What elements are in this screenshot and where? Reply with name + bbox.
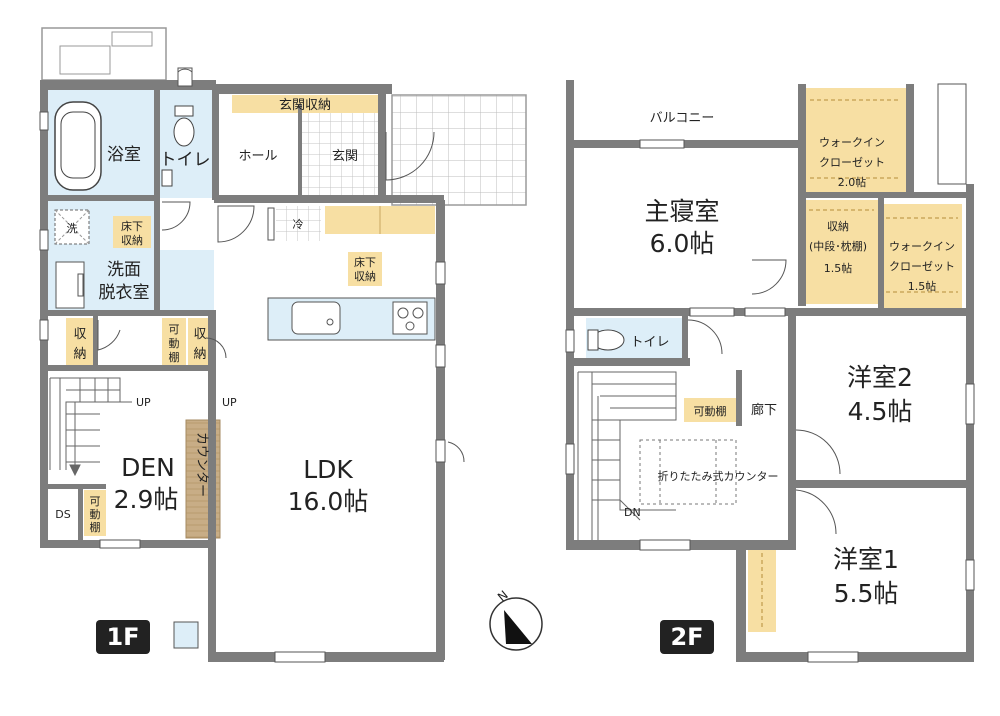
floor-2: 2F バルコニー ウォークイン クローゼット 2.0帖 主寝室 6.0帖 収納 … — [565, 80, 975, 663]
storage-2f-label-a: 収納 — [827, 220, 849, 233]
washroom-label-2: 脱衣室 — [99, 283, 150, 303]
corridor-label: 廊下 — [751, 402, 777, 418]
entrance-floor — [300, 110, 378, 196]
folding-counter-outline — [639, 439, 737, 505]
fridge-label: 冷 — [293, 218, 304, 231]
storage-b-label-1: 収 — [193, 327, 206, 342]
storage-a-label-2: 納 — [73, 347, 86, 362]
den-name: DEN — [121, 453, 175, 482]
movable-shelf-2f-label: 可動棚 — [694, 404, 727, 418]
badge-2f — [660, 620, 714, 654]
underfloor-storage-2-label-a: 床下 — [354, 255, 376, 269]
badge-2f-text: 2F — [670, 623, 703, 651]
den-size: 2.9帖 — [114, 485, 179, 514]
underfloor-storage-2-label-b: 収納 — [354, 270, 376, 283]
stairs-up-label-1: UP — [136, 396, 151, 409]
entrance-storage — [232, 95, 378, 113]
western-room-1-name: 洋室1 — [833, 545, 899, 574]
hall-label: ホール — [238, 149, 277, 164]
vanity-sink-icon — [55, 261, 85, 309]
bath-label: 浴室 — [107, 145, 141, 165]
entrance-label: 玄関 — [332, 149, 358, 164]
movable-shelf-b-label-3: 棚 — [90, 520, 101, 534]
storage-a-label-1: 収 — [73, 327, 86, 342]
wic-1-label-c: 2.0帖 — [838, 176, 867, 189]
master-bedroom-name: 主寝室 — [644, 197, 719, 226]
ds-label: DS — [55, 508, 70, 521]
movable-shelf-a-label-3: 棚 — [169, 350, 180, 364]
balcony — [574, 84, 806, 140]
storage-b-label-2: 納 — [193, 347, 206, 362]
stairs-2f — [577, 371, 677, 540]
washroom-label-1: 洗面 — [107, 260, 141, 280]
balcony-label: バルコニー — [650, 111, 715, 126]
openings-1f — [39, 67, 465, 663]
western-room-1-size: 5.5帖 — [834, 579, 899, 608]
wic-2-label-c: 1.5帖 — [908, 280, 937, 293]
wic-2 — [882, 204, 962, 308]
stairs-1f — [49, 377, 132, 477]
western-room-2-name: 洋室2 — [847, 363, 913, 392]
movable-shelf-2f — [684, 398, 736, 422]
counter-label: カウンター — [194, 432, 209, 497]
floor-1: 1F 浴室 トイレ ホール 玄関 玄関収納 洗 床下 収納 洗面 脱衣室 収 納… — [39, 27, 527, 663]
wic-2-label-b: クローゼット — [889, 260, 955, 273]
toilet-1f-label: トイレ — [160, 150, 211, 170]
movable-shelf-b-label-2: 動 — [90, 507, 101, 521]
western-room-2-size: 4.5帖 — [848, 397, 913, 426]
wic-2-label-a: ウォークイン — [889, 240, 955, 253]
toilet-icon — [173, 117, 195, 147]
underfloor-storage-1-label-a: 床下 — [121, 219, 143, 233]
movable-shelf-a-label-1: 可 — [169, 323, 180, 336]
ldk-name: LDK — [303, 455, 353, 484]
bathtub-icon — [54, 101, 102, 191]
wic-1-label-b: クローゼット — [819, 156, 885, 169]
entrance-storage-label: 玄関収納 — [279, 98, 331, 113]
badge-1f-text: 1F — [106, 623, 139, 651]
outdoor-sink-icon — [173, 621, 199, 649]
badge-1f — [96, 620, 150, 654]
folding-counter-label: 折りたたみ式カウンター — [658, 469, 779, 483]
wic-1-label-a: ウォークイン — [819, 136, 885, 149]
movable-shelf-a-label-2: 動 — [169, 336, 180, 350]
movable-shelf-b-label-1: 可 — [90, 495, 101, 508]
compass-icon: N — [489, 588, 543, 651]
ldk-size: 16.0帖 — [288, 487, 369, 516]
stairs-down-label: DN — [624, 506, 641, 519]
wic-1 — [806, 88, 906, 192]
storage-2f-label-b: (中段･枕棚) — [809, 239, 867, 253]
porch — [391, 94, 527, 206]
openings-2f — [565, 83, 975, 663]
storage-2f-label-c: 1.5帖 — [824, 262, 853, 275]
storage-2f — [798, 200, 878, 304]
master-bedroom-size: 6.0帖 — [650, 229, 715, 258]
underfloor-storage-1-label-b: 収納 — [121, 234, 143, 247]
stairs-up-label-2: UP — [222, 396, 237, 409]
toilet-2f-label: トイレ — [630, 335, 669, 350]
wash-label: 洗 — [67, 222, 78, 235]
